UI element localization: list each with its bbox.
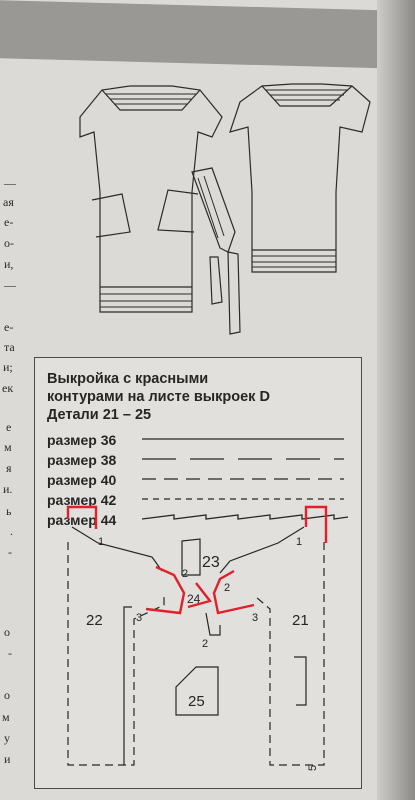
front-pocket-right — [157, 189, 199, 233]
piece-22-inner — [123, 606, 132, 765]
red-contour-centre — [187, 582, 213, 609]
piece-25-number: 25 — [188, 693, 205, 710]
red-contour-right-armhole — [212, 569, 255, 615]
pattern-title: Выкройка с красными контурами на листе в… — [47, 370, 357, 424]
margin-fragment: е- — [4, 215, 14, 229]
pattern-drawing: 22 21 23 25 24 1 1 2 2 2 3 3 5 — [66, 438, 349, 771]
front-neckline — [101, 89, 201, 111]
back-neckline — [261, 85, 353, 107]
piece-23-number: 23 — [202, 554, 220, 571]
margin-fragment: . — [10, 524, 13, 538]
tie-end-1 — [209, 256, 223, 305]
size-44-label: размер 44 — [47, 512, 117, 528]
red-contour-left-top — [66, 505, 98, 529]
margin-fragment: у — [4, 731, 10, 745]
pattern-title-line-1: Выкройка с красными — [47, 371, 209, 387]
size-42-label: размер 42 — [47, 492, 117, 508]
piece-23-outline — [181, 538, 201, 576]
margin-fragment: - — [8, 545, 12, 559]
piece-24-notch — [205, 612, 221, 636]
piece-24-number: 24 — [187, 592, 201, 606]
margin-fragment: е — [6, 420, 12, 434]
stripe-trim — [100, 89, 348, 308]
margin-fragment: — — [4, 278, 16, 292]
red-contours — [66, 505, 328, 615]
piece-22-number: 22 — [86, 612, 103, 629]
mark-3-right: 3 — [252, 612, 258, 624]
margin-fragment: я — [6, 461, 12, 475]
piece-21-shoulder — [219, 526, 305, 574]
piece-22-shoulder — [71, 526, 163, 572]
margin-fragment: ек — [2, 381, 14, 395]
tie-end-2 — [227, 251, 241, 335]
left-margin-text: — ая е- о- и, — е- та и; ек е м я и. ь .… — [0, 0, 20, 800]
garment-sketch — [79, 83, 371, 335]
mark-3-left: 3 — [136, 612, 142, 624]
margin-fragment: и; — [3, 360, 13, 374]
margin-fragment: и, — [4, 257, 14, 271]
back-dress-outline — [229, 83, 371, 273]
mark-1-left: 1 — [98, 536, 104, 548]
size-40-label: размер 40 — [47, 472, 117, 488]
margin-fragment: — — [4, 176, 16, 190]
tie-detail — [191, 167, 236, 253]
red-contour-left-armhole — [145, 565, 186, 615]
margin-fragment: о- — [4, 236, 14, 250]
size-38-label: размер 38 — [47, 452, 117, 468]
margin-fragment: е- — [4, 320, 14, 334]
mark-2-right: 2 — [224, 582, 230, 594]
header-band — [0, 0, 390, 69]
size-44-line — [141, 514, 349, 520]
mark-1-right: 1 — [296, 536, 302, 548]
margin-fragment: - — [8, 646, 12, 660]
mark-5: 5 — [307, 765, 319, 771]
margin-fragment: ь — [6, 504, 12, 518]
piece-22-outline — [67, 542, 165, 766]
pattern-panel: Выкройка с красными контурами на листе в… — [34, 357, 362, 789]
piece-21-dart — [294, 656, 307, 706]
margin-fragment: о — [4, 625, 10, 639]
margin-fragment: м — [4, 440, 12, 454]
pattern-title-line-3: Детали 21 – 25 — [47, 407, 152, 423]
piece-21-outline — [255, 542, 325, 766]
piece-21-number: 21 — [292, 612, 309, 629]
piece-25-outline — [175, 666, 219, 716]
page-fold-shadow — [377, 0, 415, 800]
size-36-label: размер 36 — [47, 432, 117, 448]
margin-fragment: и. — [3, 482, 13, 496]
mark-2-centre: 2 — [202, 638, 208, 650]
red-contour-right-top — [304, 505, 328, 543]
margin-fragment: ая — [3, 195, 14, 209]
front-pocket-left — [91, 193, 131, 238]
margin-fragment: та — [4, 340, 15, 354]
margin-fragment: и — [4, 752, 11, 766]
front-dress-outline — [79, 85, 223, 313]
mark-2-left: 2 — [182, 568, 188, 580]
margin-fragment: о — [4, 688, 10, 702]
pattern-title-line-2: контурами на листе выкроек D — [47, 389, 270, 405]
margin-fragment: м — [2, 710, 10, 724]
